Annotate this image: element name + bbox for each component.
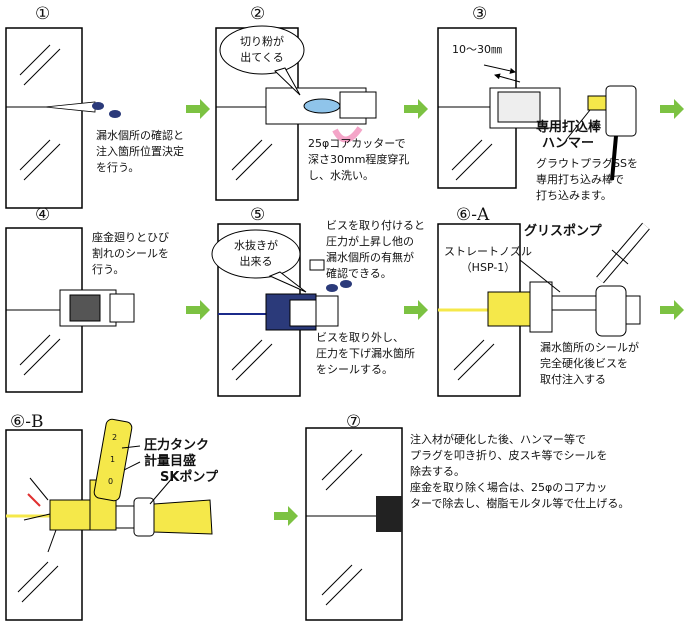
step-6a-panel — [437, 222, 650, 397]
flow-arrow-icon — [186, 99, 210, 119]
step-number: ① — [35, 4, 51, 24]
scale-mark: 2 — [112, 433, 118, 442]
step-6b-pump-label: SKポンプ — [160, 470, 219, 485]
scale-mark: 0 — [108, 477, 114, 486]
step-number: ⑦ — [346, 412, 362, 432]
step-5-panel — [211, 223, 352, 397]
step-6b-scale-label: 計量目盛 — [144, 454, 197, 469]
step-number: ⑥-A — [456, 205, 490, 225]
flow-arrow-icon — [404, 99, 428, 119]
step-2-panel — [215, 25, 377, 201]
step-1-description: 漏水個所の確認と 注入箇所位置決定 を行う。 — [96, 129, 184, 174]
step-3-hammer-label: ハンマー — [542, 136, 595, 151]
step-7-panel — [305, 427, 403, 621]
step-6a-nozzle-label: ストレートノズル （HSP-1） — [444, 245, 532, 274]
step-1-panel — [5, 27, 121, 209]
step-7-description: 注入材が硬化した後、ハンマー等で プラグを叩き折り、皮スキ等でシールを 除去する… — [410, 433, 630, 510]
step-3-description: グラウトプラグSSを 専用打ち込み棒で 打ち込みます。 — [536, 157, 638, 202]
step-4-panel — [5, 227, 135, 393]
flow-arrow-icon — [404, 300, 428, 320]
flow-arrow-icon — [186, 300, 210, 320]
water-drop-icon — [326, 280, 352, 292]
scale-mark: 1 — [110, 455, 116, 464]
step-number: ③ — [472, 4, 488, 24]
step-3-tool-label: 専用打込棒 — [536, 120, 602, 135]
leader-lines — [121, 109, 629, 505]
flow-arrow-icon — [660, 99, 684, 119]
step-4-description: 座金廻りとひび 割れのシールを 行う。 — [92, 231, 169, 276]
step-6b-tank-label: 圧力タンク — [144, 438, 210, 453]
step-number: ⑥-B — [10, 412, 44, 432]
step-5-bubble-text: 水抜きが 出来る — [234, 239, 278, 268]
flow-arrows — [186, 99, 684, 526]
step-6b-panel — [5, 418, 213, 621]
step-3-panel — [437, 27, 637, 189]
step-6a-description: 漏水箇所のシールが 完全硬化後ビスを 取付注入する — [540, 341, 639, 386]
step-5-description-bottom: ビスを取り外し、 圧力を下げ漏水箇所 をシールする。 — [316, 331, 415, 376]
step-number: ⑤ — [250, 205, 266, 225]
burst-icon — [23, 477, 57, 553]
step-2-description: 25φコアカッターで 深さ30mm程度穿孔 し、水洗い。 — [308, 137, 410, 182]
step-5-description-top: ビスを取り付けると 圧力が上昇し他の 漏水個所の有無が 確認できる。 — [326, 219, 425, 280]
step-number: ④ — [35, 205, 51, 225]
step-2-bubble-text: 切り粉が 出てくる — [240, 35, 284, 64]
water-drop-icon — [92, 102, 121, 118]
step-3-dimension: 10～30㎜ — [452, 43, 502, 56]
step-number: ② — [250, 4, 266, 24]
flow-arrow-icon — [660, 300, 684, 320]
flow-arrow-icon — [274, 506, 298, 526]
step-6a-pump-label: グリスポンプ — [524, 224, 602, 239]
